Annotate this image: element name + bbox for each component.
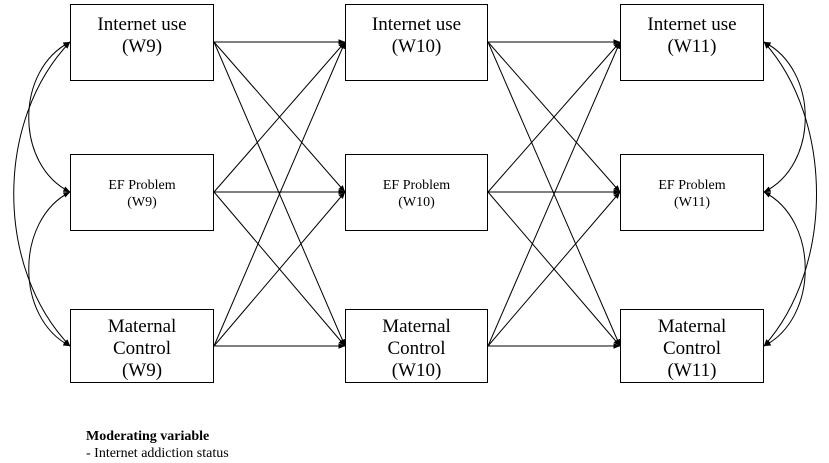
- path-ef-problem-w9-to-internet-use-w10-arrow: [213, 41, 346, 193]
- maternal-control-w11-wave: (W11): [667, 360, 717, 381]
- maternal-control-w10-line2: Control: [387, 338, 446, 359]
- internet-use-w10-box: Internet use (W10): [345, 4, 488, 81]
- internet-use-w11-wave: (W11): [667, 36, 717, 57]
- maternal-control-w9-line2: Control: [112, 338, 172, 359]
- ef-problem-w9-wave: (W9): [127, 195, 157, 210]
- maternal-control-w10-wave: (W10): [391, 360, 442, 381]
- internet-use-w10-wave: (W10): [391, 36, 442, 57]
- ef-problem-w11-box: EF Problem (W11): [620, 154, 764, 231]
- moderator-note: Moderating variable - Internet addiction…: [86, 428, 229, 462]
- covariance-w11-internet-maternal-arrow: [763, 41, 817, 347]
- ef-problem-w11-label: EF Problem: [658, 178, 726, 193]
- covariance-w9-internet-maternal-arrow: [13, 41, 71, 347]
- internet-use-w10-label: Internet use: [371, 14, 462, 35]
- covariance-w9-internet-ef-arrow: [28, 41, 71, 193]
- ef-problem-w9-label: EF Problem: [108, 178, 176, 193]
- maternal-control-w11-line2: Control: [662, 338, 722, 359]
- ef-problem-w10-label: EF Problem: [382, 178, 451, 193]
- maternal-control-w10-box: Maternal Control (W10): [345, 309, 488, 383]
- internet-use-w11-box: Internet use (W11): [620, 4, 764, 81]
- ef-problem-w11-wave: (W11): [673, 195, 711, 210]
- moderator-title: Moderating variable: [86, 429, 210, 444]
- ef-problem-w10-wave: (W10): [398, 195, 435, 210]
- maternal-control-w10-line1: Maternal: [382, 316, 451, 337]
- internet-use-w9-wave: (W9): [121, 36, 163, 57]
- ef-problem-w9-box: EF Problem (W9): [70, 154, 214, 231]
- maternal-control-w9-line1: Maternal: [107, 316, 177, 337]
- covariance-w11-internet-ef-arrow: [763, 41, 806, 193]
- internet-use-w11-label: Internet use: [647, 14, 737, 35]
- moderator-item: - Internet addiction status: [86, 446, 229, 461]
- ef-problem-w10-box: EF Problem (W10): [345, 154, 488, 231]
- covariance-w11-ef-maternal-arrow: [763, 191, 806, 347]
- internet-use-w9-box: Internet use (W9): [70, 4, 214, 81]
- path-ef-problem-w10-to-internet-use-w11-arrow: [487, 41, 621, 193]
- maternal-control-w11-box: Maternal Control (W11): [620, 309, 764, 383]
- covariance-w9-ef-maternal-arrow: [28, 191, 71, 347]
- internet-use-w9-label: Internet use: [97, 14, 187, 35]
- maternal-control-w9-wave: (W9): [121, 360, 163, 381]
- maternal-control-w9-box: Maternal Control (W9): [70, 309, 214, 383]
- path-maternal-control-w10-to-ef-problem-w11-arrow: [487, 191, 621, 347]
- path-maternal-control-w9-to-internet-use-w10-arrow: [213, 41, 346, 347]
- path-maternal-control-w10-to-internet-use-w11-arrow: [487, 41, 621, 347]
- maternal-control-w11-line1: Maternal: [657, 316, 727, 337]
- path-maternal-control-w9-to-ef-problem-w10-arrow: [213, 191, 346, 347]
